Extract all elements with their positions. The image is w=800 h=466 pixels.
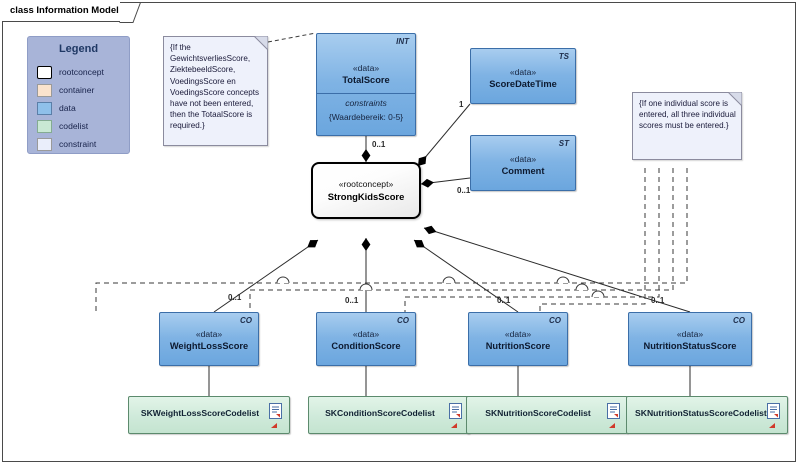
document-icon bbox=[269, 403, 282, 419]
class-totalscore-constraint-value: {Waardebereik: 0-5} bbox=[328, 112, 404, 122]
class-scoredatetime-tag: TS bbox=[558, 52, 569, 61]
legend-panel: Legend rootconcept container data codeli… bbox=[27, 36, 130, 154]
class-nutritionstatusscore-stereotype: «data» bbox=[676, 329, 704, 339]
class-totalscore-divider bbox=[317, 93, 415, 94]
red-corner-marker-icon bbox=[609, 423, 615, 428]
legend-items: rootconcept container data codelist cons… bbox=[37, 63, 125, 153]
legend-swatch-container bbox=[37, 83, 52, 97]
class-strongkidsscore[interactable]: «rootconcept» StrongKidsScore bbox=[311, 162, 421, 219]
note-individual-scores-text: {If one individual score is entered, all… bbox=[639, 99, 738, 131]
class-comment-name: Comment bbox=[501, 166, 545, 176]
class-nutritionscore-stereotype: «data» bbox=[504, 329, 532, 339]
class-conditionscore[interactable]: CO «data» ConditionScore bbox=[316, 312, 416, 366]
multiplicity-nutritionscore: 0..1 bbox=[497, 296, 511, 305]
legend-item-codelist: codelist bbox=[37, 117, 125, 135]
legend-swatch-data bbox=[37, 101, 52, 115]
class-conditionscore-stereotype: «data» bbox=[352, 329, 380, 339]
class-scoredatetime-name: ScoreDateTime bbox=[489, 79, 557, 89]
legend-label-data: data bbox=[59, 103, 76, 113]
class-comment-tag: ST bbox=[558, 139, 569, 148]
codelist-skconditionscorecodelist[interactable]: SKConditionScoreCodelist bbox=[308, 396, 470, 434]
legend-label-container: container bbox=[59, 85, 95, 95]
class-totalscore-stereotype: «data» bbox=[352, 63, 380, 73]
note-individual-scores-constraint: {If one individual score is entered, all… bbox=[632, 92, 742, 160]
multiplicity-weightlossscore: 0..1 bbox=[228, 293, 242, 302]
class-scoredatetime[interactable]: TS «data» ScoreDateTime bbox=[470, 48, 576, 104]
class-weightlossscore-tag: CO bbox=[240, 316, 252, 325]
red-corner-marker-icon bbox=[769, 423, 775, 428]
diagram-frame-tab bbox=[2, 2, 120, 22]
legend-swatch-rootconcept bbox=[37, 65, 52, 79]
red-corner-marker-icon bbox=[271, 423, 277, 428]
multiplicity-scoredatetime: 1 bbox=[459, 100, 464, 109]
codelist-sknutritionscorecodelist[interactable]: SKNutritionScoreCodelist bbox=[466, 396, 628, 434]
red-corner-marker-icon bbox=[451, 423, 457, 428]
document-icon bbox=[607, 403, 620, 419]
multiplicity-comment: 0..1 bbox=[457, 186, 471, 195]
class-comment-stereotype: «data» bbox=[509, 154, 537, 164]
note-fold-icon bbox=[728, 92, 742, 106]
note-totalscore-text: {If the GewichtsverliesScore, Ziektebeel… bbox=[170, 43, 262, 131]
multiplicity-conditionscore: 0..1 bbox=[345, 296, 359, 305]
legend-swatch-constraint bbox=[37, 137, 52, 151]
multiplicity-nutritionstatusscore: 0..1 bbox=[651, 296, 665, 305]
document-icon bbox=[449, 403, 462, 419]
legend-item-data: data bbox=[37, 99, 125, 117]
diagram-frame-tab-slant bbox=[119, 2, 141, 23]
legend-title: Legend bbox=[58, 43, 99, 55]
legend-item-constraint: constraint bbox=[37, 135, 125, 153]
class-conditionscore-name: ConditionScore bbox=[331, 341, 401, 351]
codelist-skweightlossscorecodelist[interactable]: SKWeightLossScoreCodelist bbox=[128, 396, 290, 434]
legend-item-rootconcept: rootconcept bbox=[37, 63, 125, 81]
codelist-label: SKWeightLossScoreCodelist bbox=[140, 408, 260, 418]
class-totalscore-compartment-title: constraints bbox=[345, 98, 387, 108]
class-nutritionstatusscore[interactable]: CO «data» NutritionStatusScore bbox=[628, 312, 752, 366]
class-nutritionscore-tag: CO bbox=[549, 316, 561, 325]
class-comment[interactable]: ST «data» Comment bbox=[470, 135, 576, 191]
document-icon bbox=[767, 403, 780, 419]
class-totalscore-name: TotalScore bbox=[342, 75, 390, 85]
codelist-label: SKNutritionStatusScoreCodelist bbox=[635, 408, 767, 418]
multiplicity-totalscore: 0..1 bbox=[372, 140, 386, 149]
legend-label-rootconcept: rootconcept bbox=[59, 67, 104, 77]
legend-label-constraint: constraint bbox=[59, 139, 97, 149]
class-strongkidsscore-stereotype: «rootconcept» bbox=[338, 179, 394, 189]
class-weightlossscore-name: WeightLossScore bbox=[169, 341, 249, 351]
class-totalscore-tag: INT bbox=[396, 37, 409, 46]
class-weightlossscore-stereotype: «data» bbox=[195, 329, 223, 339]
class-strongkidsscore-name: StrongKidsScore bbox=[327, 191, 405, 202]
codelist-label: SKConditionScoreCodelist bbox=[325, 408, 435, 418]
class-weightlossscore[interactable]: CO «data» WeightLossScore bbox=[159, 312, 259, 366]
note-fold-icon bbox=[254, 36, 268, 50]
codelist-label: SKNutritionScoreCodelist bbox=[485, 408, 591, 418]
legend-item-container: container bbox=[37, 81, 125, 99]
diagram-title: class Information Model bbox=[10, 5, 119, 16]
class-nutritionscore-name: NutritionScore bbox=[485, 341, 551, 351]
legend-label-codelist: codelist bbox=[59, 121, 89, 131]
class-scoredatetime-stereotype: «data» bbox=[509, 67, 537, 77]
class-conditionscore-tag: CO bbox=[397, 316, 409, 325]
class-nutritionstatusscore-tag: CO bbox=[733, 316, 745, 325]
class-totalscore[interactable]: INT «data» TotalScore constraints {Waard… bbox=[316, 33, 416, 136]
note-totalscore-constraint: {If the GewichtsverliesScore, Ziektebeel… bbox=[163, 36, 268, 146]
legend-swatch-codelist bbox=[37, 119, 52, 133]
class-nutritionstatusscore-name: NutritionStatusScore bbox=[643, 341, 737, 351]
class-nutritionscore[interactable]: CO «data» NutritionScore bbox=[468, 312, 568, 366]
codelist-sknutritionstatusscorecodelist[interactable]: SKNutritionStatusScoreCodelist bbox=[626, 396, 788, 434]
